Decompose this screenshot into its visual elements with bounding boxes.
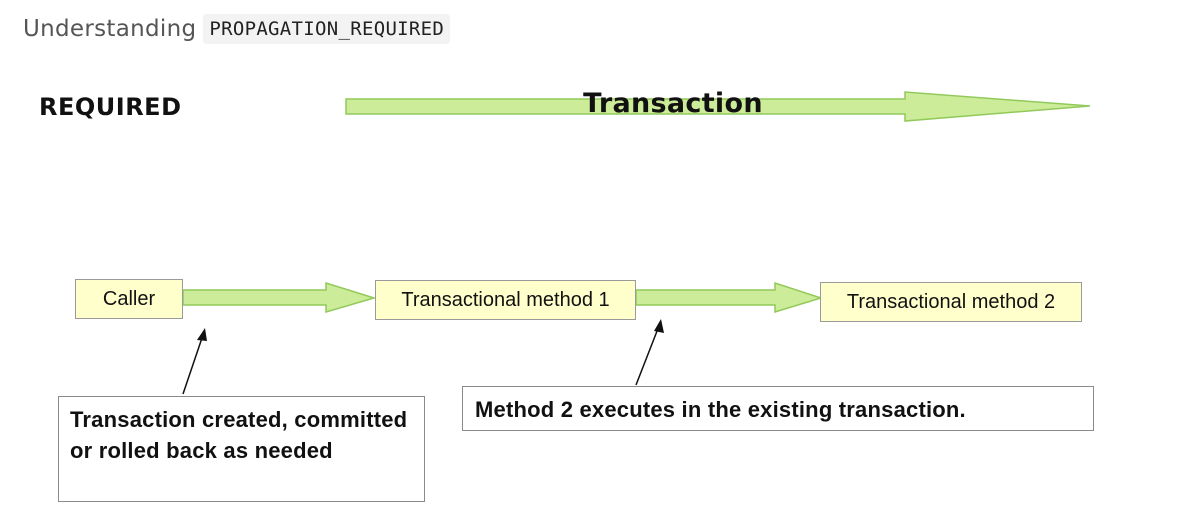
- propagation-mode-label: REQUIRED: [39, 93, 182, 121]
- caller-note: Transaction created, committed or rolled…: [58, 396, 425, 502]
- method1-node: Transactional method 1: [375, 280, 636, 320]
- method2-node: Transactional method 2: [820, 282, 1082, 322]
- arrow-caller-to-method1: [182, 281, 377, 313]
- page-heading: Understanding PROPAGATION_REQUIRED: [23, 14, 451, 44]
- method2-note: Method 2 executes in the existing transa…: [462, 386, 1094, 431]
- heading-code: PROPAGATION_REQUIRED: [203, 14, 451, 44]
- arrow-method1-to-method2: [635, 281, 824, 314]
- transaction-label: Transaction: [583, 88, 763, 119]
- caller-note-pointer: [182, 334, 204, 395]
- method2-note-pointer: [635, 325, 660, 386]
- caller-node: Caller: [75, 279, 183, 319]
- caller-note-pointer-head: [197, 328, 207, 341]
- heading-text: Understanding: [23, 16, 197, 42]
- method2-note-pointer-head: [654, 319, 664, 333]
- transaction-arrow: [345, 91, 1091, 122]
